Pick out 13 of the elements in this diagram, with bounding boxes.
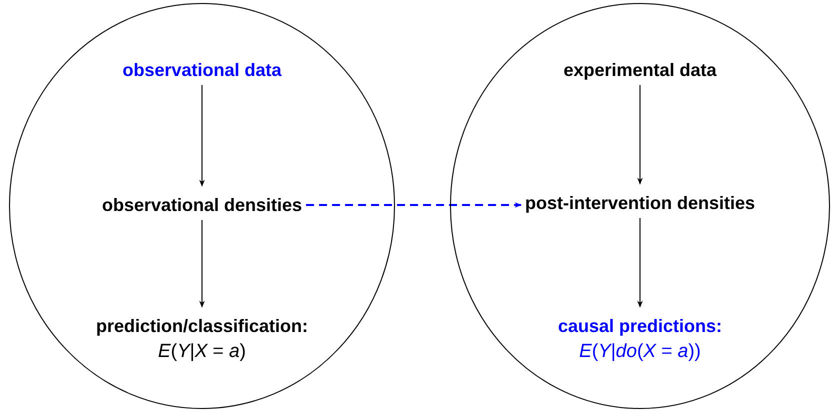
node-label: observational densities — [102, 194, 302, 216]
node-label: experimental data — [563, 59, 717, 81]
arrow — [199, 84, 205, 187]
arrow — [637, 84, 643, 185]
node-label: causal predictions: — [558, 315, 722, 337]
formula: E(Y|X = a) — [157, 341, 247, 363]
dashed-arrow — [306, 202, 522, 208]
node-label: post-intervention densities — [524, 192, 756, 214]
node-label: observational data — [122, 59, 282, 81]
node-label: prediction/classification: — [96, 315, 308, 337]
arrow — [199, 220, 205, 308]
arrow — [637, 218, 643, 308]
formula: E(Y|do(X = a)) — [578, 341, 702, 363]
